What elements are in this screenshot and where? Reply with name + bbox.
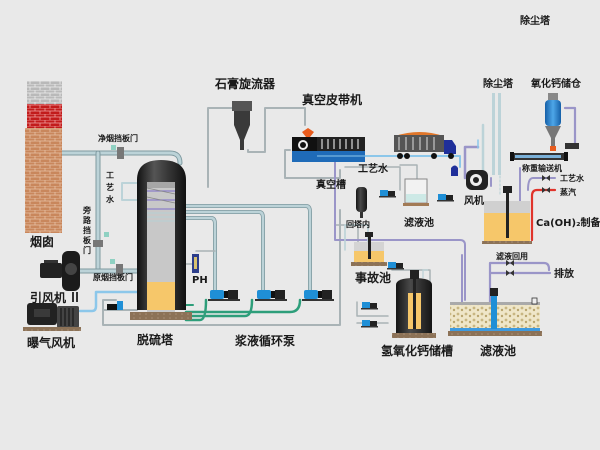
dust-tower-top-label: 除尘塔 (520, 14, 551, 27)
accident-tank-label: 事故池 (355, 270, 391, 285)
process-water-label-mid: 工艺水 (358, 162, 389, 175)
slurry-pump-2[interactable] (255, 290, 287, 301)
weigh-conveyor-label: 称重输送机 (522, 163, 562, 173)
caoh-transfer-pump-1[interactable] (361, 302, 378, 310)
filtrate-tank-mid-label: 滤液池 (404, 216, 434, 229)
vacuum-tank-label: 真空槽 (316, 178, 346, 191)
pipe-network (59, 106, 577, 326)
process-water-right-label: 工艺水 (560, 173, 585, 183)
gypsum-cyclone-label: 石膏旋流器 (214, 76, 276, 91)
caoh-storage-tank[interactable] (392, 269, 436, 338)
pump-suction-pipes (184, 298, 302, 322)
clean-flue-damper-label: 净烟挡板门 (98, 133, 138, 143)
tower-bottom-pump[interactable] (107, 301, 123, 310)
vacuum-belt-label: 真空皮带机 (302, 92, 362, 107)
bypass-damper-label: 旁 路 挡 板 门 (82, 205, 92, 255)
aeration-air-pipe (78, 290, 139, 313)
gypsum-cyclone[interactable] (232, 101, 252, 150)
dust-tower-label: 除尘塔 (483, 77, 514, 90)
slurry-pump-3[interactable] (302, 290, 334, 301)
filtrate-tank-bottom[interactable] (448, 288, 542, 336)
svg-text:工: 工 (106, 171, 114, 180)
caoh-prep-tank[interactable] (482, 186, 532, 244)
svg-text:门: 门 (83, 245, 91, 255)
weigh-conveyor[interactable] (510, 152, 568, 161)
raw-flue-damper[interactable] (110, 259, 123, 276)
vacuum-tank[interactable] (356, 187, 367, 218)
svg-text:旁: 旁 (82, 205, 91, 215)
steam-valve[interactable] (542, 187, 550, 193)
accident-tank-pump[interactable] (387, 262, 404, 270)
bypass-damper[interactable] (93, 232, 109, 247)
process-water-pipe-left (121, 182, 138, 201)
gypsum-truck (394, 132, 456, 159)
clean-flue-damper[interactable] (111, 145, 124, 159)
induced-fan-label: 引风机 (30, 290, 66, 305)
slurry-pump-1[interactable] (208, 290, 240, 301)
cao-silo[interactable] (545, 93, 579, 151)
process-water-pipe-mid (324, 155, 461, 168)
raw-flue-damper-label: 原烟挡板门 (93, 272, 133, 282)
discharge-label: 排放 (554, 267, 575, 280)
return-to-tower-label: 回塔内 (346, 219, 370, 229)
slurry-pumps-label: 浆液循环泵 (234, 333, 295, 348)
filtrate-return-pipe (334, 157, 466, 301)
filtrate-reuse-pipe (488, 261, 551, 304)
desulfurization-tower[interactable] (130, 160, 192, 320)
svg-text:艺: 艺 (106, 182, 114, 192)
process-water-label-left: 工 艺 水 (105, 171, 115, 204)
caoh-prep-tank-label: Ca(OH)₂制备池 (536, 216, 600, 229)
induced-fan[interactable] (40, 251, 80, 302)
filtrate-tank-mid[interactable] (403, 178, 429, 206)
ph-meter (192, 254, 199, 273)
svg-text:水: 水 (105, 194, 115, 204)
svg-text:板: 板 (83, 235, 92, 245)
filtrate-tank-bottom-label: 滤液池 (480, 343, 516, 358)
filtrate-reuse-label: 滤液回用 (496, 251, 528, 261)
aeration-fan-label: 曝气风机 (27, 335, 75, 350)
aeration-fan[interactable] (23, 303, 81, 331)
desulfurization-tower-label: 脱硫塔 (137, 332, 174, 347)
dust-tower (492, 93, 501, 175)
discharge-valve[interactable] (506, 270, 514, 276)
filtrate-reuse-valve[interactable] (506, 260, 514, 266)
right-fan-label: 风机 (464, 194, 484, 207)
accident-tank[interactable] (351, 232, 387, 266)
vacuum-belt-filter[interactable] (292, 128, 365, 162)
chimney (25, 81, 62, 233)
svg-text:挡: 挡 (83, 225, 91, 235)
truck-cab-edge (451, 165, 458, 176)
process-water-valve-right[interactable] (542, 175, 550, 181)
cao-silo-label: 氧化钙储仓 (530, 77, 582, 90)
ph-label: PH (192, 275, 208, 286)
gypsum-bleed-pipe (207, 107, 306, 188)
steam-label: 蒸汽 (560, 187, 576, 197)
svg-text:路: 路 (83, 215, 92, 225)
chimney-label: 烟囱 (30, 234, 54, 249)
caoh-transfer-pump-2[interactable] (361, 320, 378, 328)
right-fan[interactable] (466, 170, 488, 190)
filtrate-pump-mid[interactable] (379, 190, 396, 198)
filtrate-pump-right[interactable] (437, 194, 454, 202)
caoh-storage-tank-label: 氢氧化钙储槽 (381, 343, 453, 358)
